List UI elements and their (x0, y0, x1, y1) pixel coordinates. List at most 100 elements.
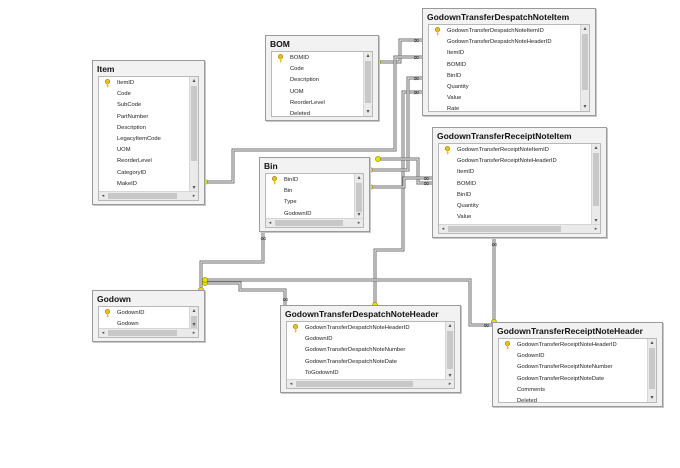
horizontal-scrollbar[interactable]: ◂▸ (266, 218, 363, 227)
scrollbar-thumb[interactable] (649, 348, 655, 389)
scroll-left-arrow-icon[interactable]: ◂ (101, 330, 105, 336)
column-row[interactable]: Deleted (499, 396, 647, 402)
scrollbar-thumb[interactable] (365, 61, 371, 103)
column-row[interactable]: UOM (272, 87, 363, 98)
column-row[interactable]: Code (99, 89, 189, 100)
column-row[interactable]: GodownTransferDespatchNoteNumber (287, 345, 445, 356)
column-row[interactable]: GodownTransferReceiptNoteHeaderID (439, 156, 591, 167)
scroll-down-arrow-icon[interactable]: ▾ (650, 395, 654, 401)
column-row[interactable]: GodownID (266, 209, 354, 218)
relationship-gtdni-to-gtdnh[interactable]: ∞ (372, 88, 422, 308)
column-row[interactable]: SubCode (99, 100, 189, 111)
horizontal-scrollbar[interactable]: ◂▸ (99, 328, 198, 337)
column-row[interactable]: GodownTransferReceiptNoteNumber (499, 362, 647, 373)
column-row[interactable]: UOM (99, 145, 189, 156)
column-row[interactable]: GodownTransferDespatchNoteHeaderID (287, 323, 445, 334)
scroll-down-arrow-icon[interactable]: ▾ (366, 109, 370, 115)
vertical-scrollbar[interactable]: ▴▾ (591, 144, 600, 225)
column-row[interactable]: Value (429, 93, 580, 104)
scrollbar-thumb[interactable] (296, 381, 413, 387)
vertical-scrollbar[interactable]: ▴▾ (363, 52, 372, 116)
column-row[interactable]: Value (439, 212, 591, 223)
scrollbar-thumb[interactable] (191, 316, 197, 331)
scrollbar-thumb[interactable] (108, 193, 178, 199)
column-row[interactable]: BOMID (272, 53, 363, 64)
column-row[interactable]: BOMID (439, 179, 591, 190)
scroll-left-arrow-icon[interactable]: ◂ (101, 193, 105, 199)
scroll-right-arrow-icon[interactable]: ▸ (594, 226, 598, 232)
scroll-right-arrow-icon[interactable]: ▸ (192, 193, 196, 199)
column-row[interactable]: Description (99, 123, 189, 134)
vertical-scrollbar[interactable]: ▴▾ (354, 174, 363, 219)
vertical-scrollbar[interactable]: ▴▾ (580, 25, 589, 111)
scroll-up-arrow-icon[interactable]: ▴ (357, 175, 361, 181)
scrollbar-thumb[interactable] (108, 330, 178, 336)
scroll-down-arrow-icon[interactable]: ▾ (594, 218, 598, 224)
column-row[interactable]: Quantity (429, 82, 580, 93)
scroll-left-arrow-icon[interactable]: ◂ (289, 381, 293, 387)
column-row[interactable]: Code (272, 64, 363, 75)
horizontal-scrollbar[interactable]: ◂▸ (439, 224, 600, 233)
vertical-scrollbar[interactable]: ▴▾ (189, 307, 198, 331)
column-row[interactable]: GodownID (499, 351, 647, 362)
column-row[interactable]: ItemID (99, 78, 189, 89)
column-row[interactable]: BOMID (429, 60, 580, 71)
relationship-gtdnh-to-godown[interactable]: ∞ (202, 280, 289, 305)
scrollbar-thumb[interactable] (448, 226, 561, 232)
horizontal-scrollbar[interactable]: ◂▸ (287, 379, 454, 388)
column-row[interactable]: GodownTransferReceiptNoteHeaderID (499, 340, 647, 351)
column-row[interactable]: CategoryID (99, 168, 189, 179)
column-row[interactable]: GodownID (287, 334, 445, 345)
column-row[interactable]: GodownID (99, 308, 189, 319)
horizontal-scrollbar[interactable]: ◂▸ (99, 191, 198, 200)
scroll-right-arrow-icon[interactable]: ▸ (357, 220, 361, 226)
column-row[interactable]: BinID (439, 190, 591, 201)
scroll-up-arrow-icon[interactable]: ▴ (192, 78, 196, 84)
column-row[interactable]: GodownTransferReceiptNoteDate (499, 374, 647, 385)
scroll-up-arrow-icon[interactable]: ▴ (366, 53, 370, 59)
scrollbar-thumb[interactable] (356, 183, 362, 213)
relationship-gtrnh-to-godown[interactable]: ∞ (202, 277, 492, 330)
scrollbar-thumb[interactable] (593, 153, 599, 206)
column-row[interactable]: Description (272, 75, 363, 86)
scroll-down-arrow-icon[interactable]: ▾ (192, 322, 196, 328)
scroll-right-arrow-icon[interactable]: ▸ (448, 381, 452, 387)
scrollbar-thumb[interactable] (191, 86, 197, 161)
relationship-gtrni-to-bom[interactable]: ∞ (375, 156, 432, 188)
column-row[interactable]: ReorderLevel (272, 98, 363, 109)
column-row[interactable]: ToGodownID (287, 368, 445, 379)
column-row[interactable]: GodownTransferDespatchNoteHeaderID (429, 37, 580, 48)
vertical-scrollbar[interactable]: ▴▾ (189, 77, 198, 192)
column-row[interactable]: LegacyItemCode (99, 134, 189, 145)
column-row[interactable]: MakeID (99, 179, 189, 190)
column-row[interactable]: GodownTransferReceiptNoteItemID (439, 145, 591, 156)
scrollbar-thumb[interactable] (582, 34, 588, 90)
column-row[interactable]: Deleted (272, 109, 363, 116)
column-row[interactable]: BinID (429, 71, 580, 82)
column-row[interactable]: PartNumber (99, 112, 189, 123)
column-row[interactable]: Bin (266, 186, 354, 197)
scroll-left-arrow-icon[interactable]: ◂ (268, 220, 272, 226)
column-row[interactable]: Godown (99, 319, 189, 328)
scroll-down-arrow-icon[interactable]: ▾ (583, 104, 587, 110)
column-row[interactable]: GodownTransferDespatchNoteDate (287, 357, 445, 368)
relationship-gtrni-to-gtrnh[interactable]: ∞ (491, 238, 498, 325)
column-row[interactable]: ReorderLevel (99, 156, 189, 167)
column-row[interactable]: Comments (499, 385, 647, 396)
scroll-down-arrow-icon[interactable]: ▾ (448, 373, 452, 379)
vertical-scrollbar[interactable]: ▴▾ (647, 339, 656, 402)
scroll-right-arrow-icon[interactable]: ▸ (192, 330, 196, 336)
scrollbar-thumb[interactable] (447, 331, 453, 369)
scrollbar-thumb[interactable] (275, 220, 343, 226)
